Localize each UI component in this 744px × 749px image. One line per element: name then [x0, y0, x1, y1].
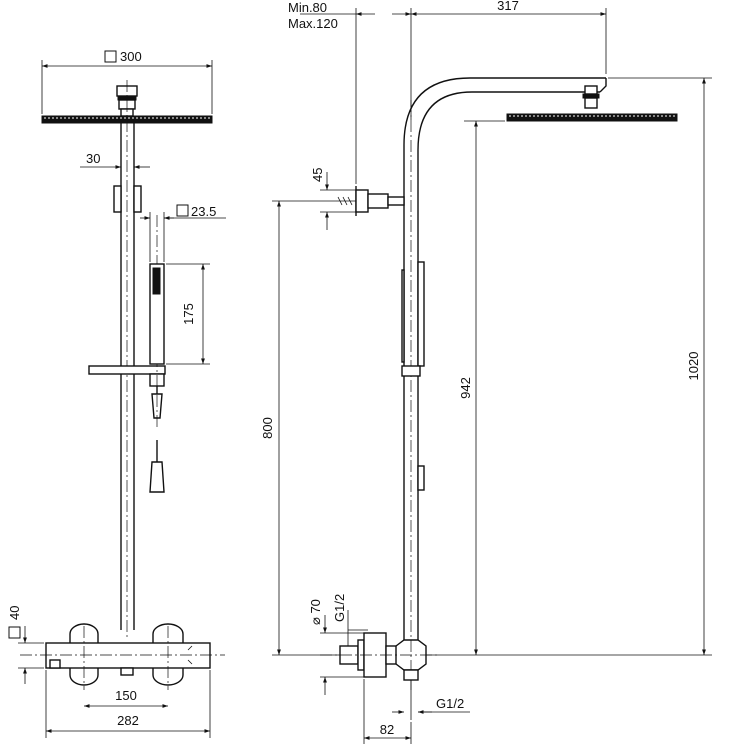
dim-slide-height-label: 942 — [458, 377, 473, 399]
dim-wall-offset: 82 — [363, 679, 412, 744]
dim-inlet-thread-label: G1/2 — [332, 594, 347, 622]
side-view: Min.80 Max.120 317 45 800 942 — [260, 0, 712, 744]
side-wall-bracket — [336, 186, 405, 216]
dim-bar-diameter: 30 — [80, 151, 150, 169]
dim-handshower-length-label: 175 — [181, 303, 196, 325]
dim-knob-diameter: ⌀ 70 — [308, 599, 364, 695]
dim-head-size-label: 300 — [120, 49, 142, 64]
side-mixer — [320, 632, 440, 681]
dim-handshower-size: 23.5 — [140, 204, 226, 262]
front-mixer — [20, 623, 225, 690]
dim-bar-diameter-label: 30 — [86, 151, 100, 166]
dim-handshower-length: 175 — [166, 263, 210, 365]
dim-arm-min-label: Min.80 — [288, 0, 327, 15]
dim-inlet-spacing: 150 — [84, 688, 168, 708]
dim-outlet-thread: G1/2 — [392, 680, 470, 720]
dim-mixer-height-label: 40 — [7, 606, 22, 620]
side-slider-rail — [401, 261, 425, 491]
dim-knob-diameter-label: ⌀ 70 — [308, 599, 323, 625]
dim-inlet-spacing-label: 150 — [115, 688, 137, 703]
dim-handshower-size-label: 23.5 — [191, 204, 216, 219]
side-riser-arm — [403, 77, 607, 690]
dim-slide-height: 942 — [426, 120, 505, 656]
dim-total-height: 1020 — [505, 77, 712, 656]
dim-inlet-thread: G1/2 — [332, 594, 368, 646]
dim-bracket-size: 45 — [310, 168, 356, 230]
side-shower-head — [506, 85, 678, 122]
front-slider — [88, 215, 166, 430]
dim-mixer-height: 40 — [7, 606, 44, 684]
dim-head-size: 300 — [41, 49, 213, 114]
dim-arm-reach: 317 — [411, 0, 607, 74]
front-view: 300 30 23.5 175 40 — [7, 49, 226, 738]
dim-bracket-size-label: 45 — [310, 168, 325, 182]
dim-arm-max-label: Max.120 — [288, 16, 338, 31]
dim-outlet-thread-label: G1/2 — [436, 696, 464, 711]
dim-arm-adjust: Min.80 Max.120 — [288, 0, 412, 184]
front-riser-pipe — [113, 80, 142, 640]
dim-bracket-height: 800 — [260, 200, 340, 656]
dim-total-height-label: 1020 — [686, 352, 701, 381]
dim-mixer-width-label: 282 — [117, 713, 139, 728]
dim-arm-reach-label: 317 — [497, 0, 519, 13]
front-hand-shower — [149, 263, 165, 493]
dim-bracket-height-label: 800 — [260, 417, 275, 439]
dim-wall-offset-label: 82 — [380, 722, 394, 737]
dim-mixer-width: 282 — [45, 670, 211, 738]
